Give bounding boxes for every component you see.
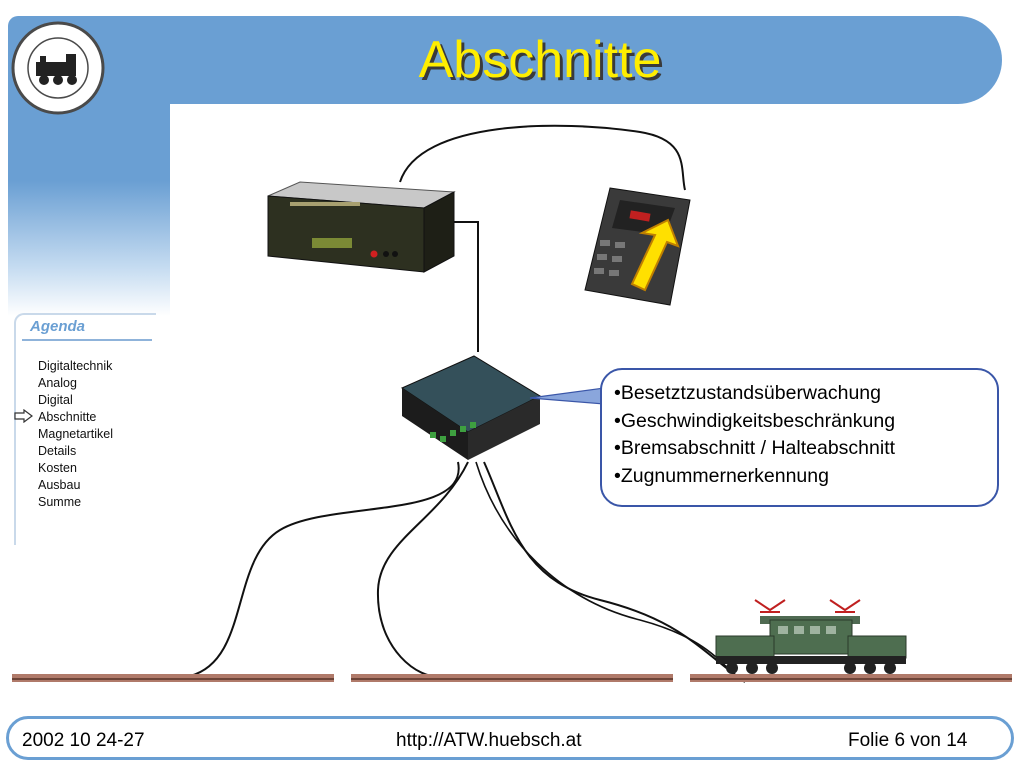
footer-date: 2002 10 24-27 [22, 730, 145, 751]
agenda-list: Digitaltechnik Analog Digital Abschnitte… [38, 358, 113, 511]
agenda-item[interactable]: Details [38, 444, 77, 458]
feature-item: •Zugnummernerkennung [614, 464, 829, 487]
cable-track-middle [376, 461, 469, 678]
handheld-controller [584, 187, 691, 306]
train-web-logo [11, 21, 105, 115]
header-bar [110, 16, 1002, 104]
central-unit [267, 181, 456, 273]
slide-title: Abschnitte [418, 31, 662, 89]
agenda-item[interactable]: Kosten [38, 461, 77, 475]
feature-item: •Bremsabschnitt / Halteabschnitt [614, 437, 896, 459]
agenda-heading: Agenda [30, 318, 86, 335]
cable-central-to-handheld [399, 124, 686, 191]
current-item-arrow-icon [14, 409, 33, 423]
cable-track-right-2 [475, 461, 736, 677]
electric-locomotive [715, 599, 907, 674]
callout-box [600, 368, 999, 507]
agenda-item[interactable]: Summe [38, 495, 82, 509]
cable-central-to-booster [452, 221, 479, 352]
footer-slide-counter: Folie 6 von 14 [848, 730, 968, 751]
feature-item: •Geschwindigkeitsbeschränkung [614, 409, 896, 432]
agenda-panel [14, 313, 156, 545]
agenda-item[interactable]: Digitaltechnik [38, 359, 113, 373]
feature-list: •Besetztzustandsüberwachung •Geschwindig… [614, 380, 895, 490]
agenda-item[interactable]: Magnetartikel [38, 427, 114, 441]
callout-pointer [529, 387, 605, 405]
agenda-item[interactable]: Analog [38, 376, 77, 390]
cable-track-right [483, 461, 746, 683]
agenda-item-current[interactable]: Abschnitte [38, 410, 97, 424]
track-sections [12, 674, 1012, 682]
booster-module [400, 355, 542, 460]
footer-bar [6, 716, 1014, 760]
agenda-item[interactable]: Ausbau [38, 478, 81, 492]
footer-url[interactable]: http://ATW.huebsch.at [396, 730, 582, 751]
feature-item: •Besetztzustandsüberwachung [614, 382, 881, 404]
agenda-item[interactable]: Digital [38, 393, 73, 407]
agenda-underline [22, 339, 152, 341]
cable-track-left [189, 461, 460, 677]
